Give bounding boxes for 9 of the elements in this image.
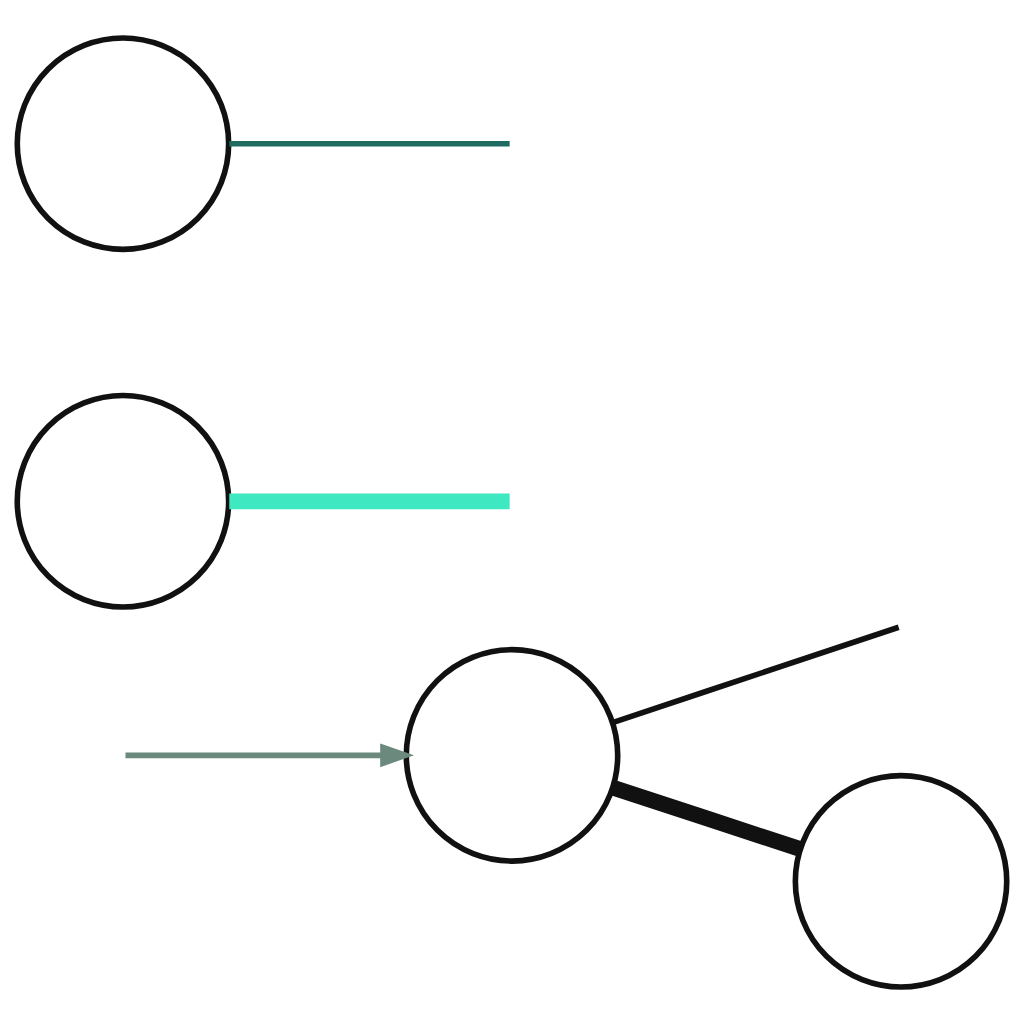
arrow	[125, 743, 414, 767]
connector	[229, 492, 510, 509]
connector	[610, 779, 803, 856]
connector	[612, 624, 900, 725]
node-circle	[14, 392, 232, 610]
node-circle	[403, 646, 621, 864]
connector	[229, 140, 510, 146]
node-circle	[14, 34, 232, 252]
node-circle	[792, 772, 1010, 990]
